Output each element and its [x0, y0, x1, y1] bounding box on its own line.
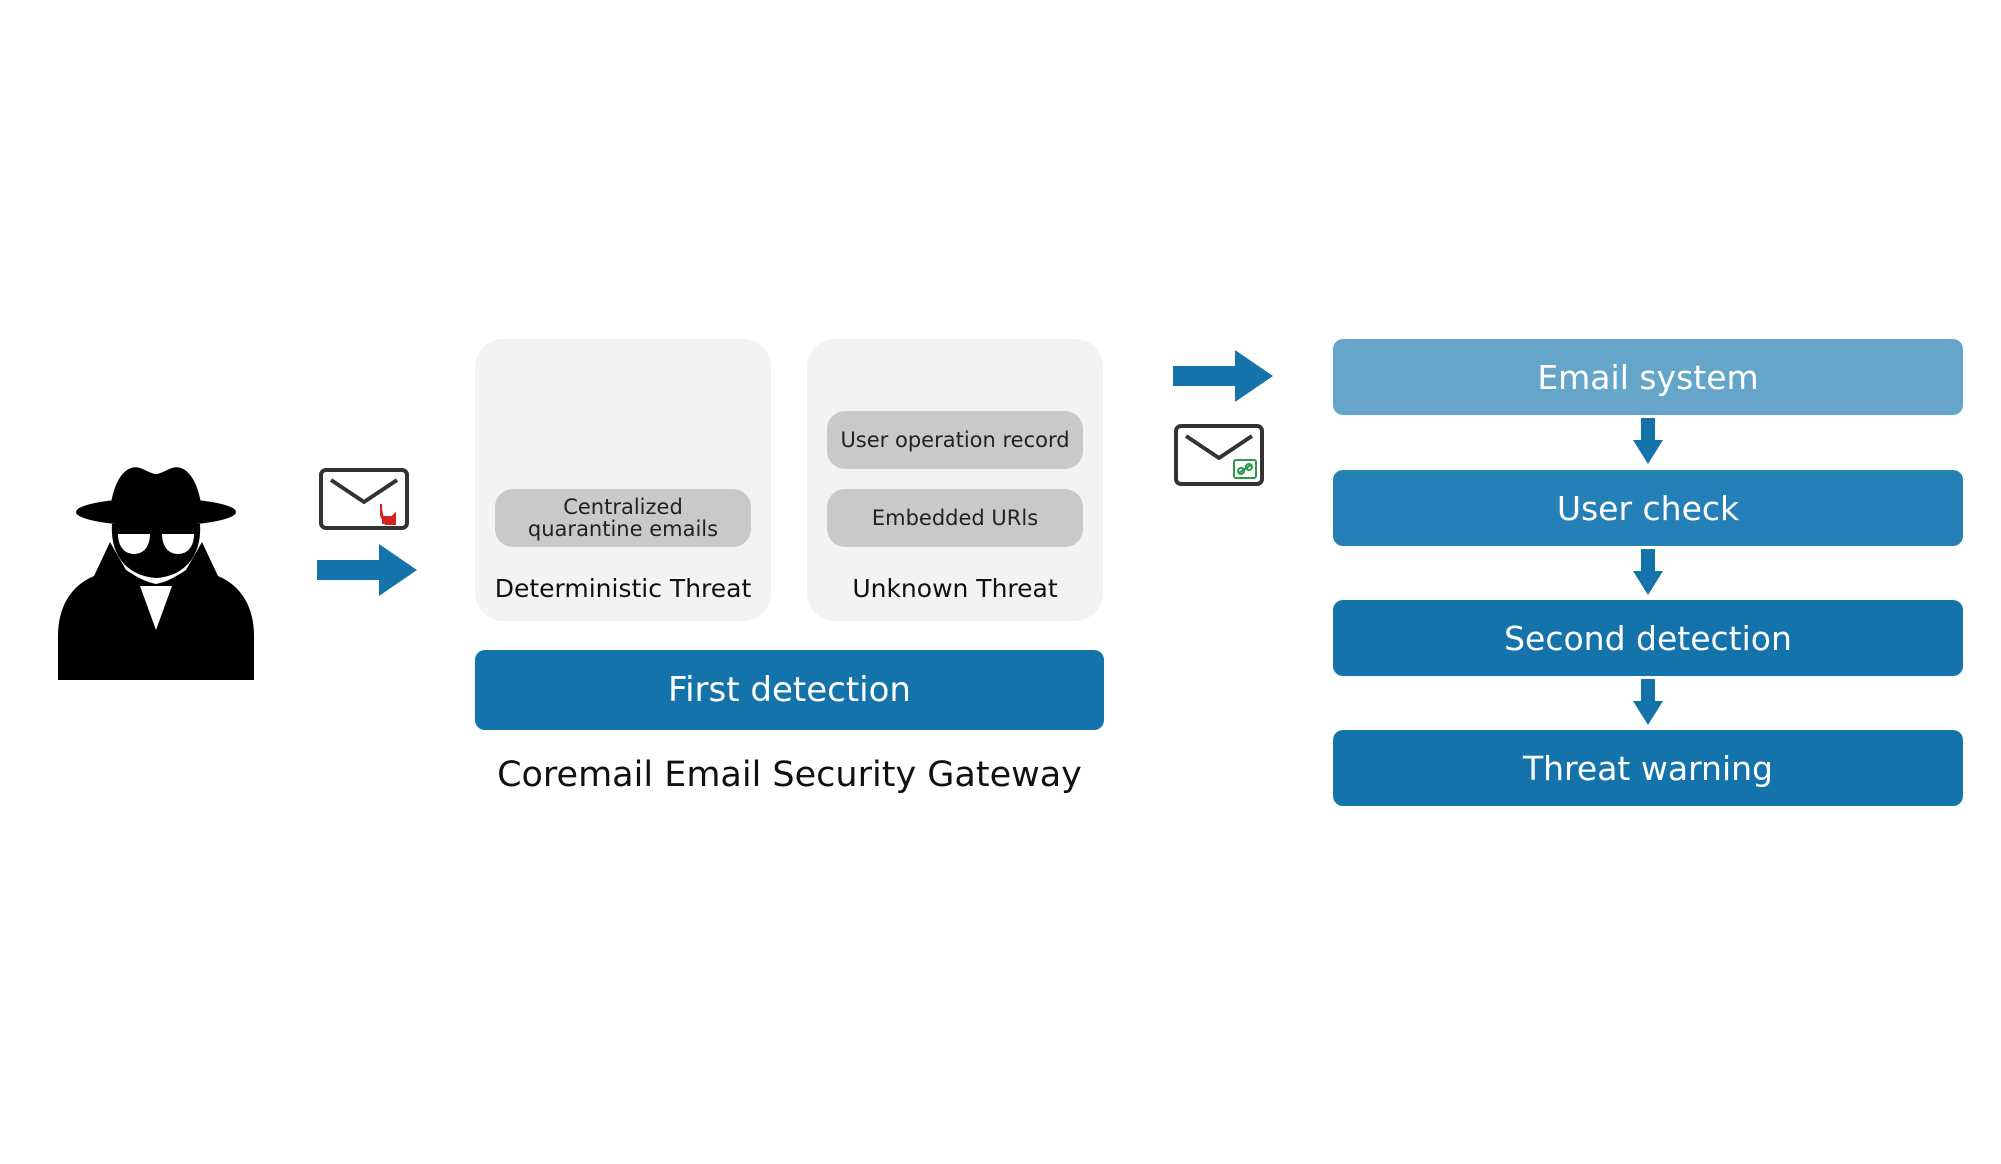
user-check-box: User check	[1333, 470, 1963, 546]
arrow-down-icon	[1633, 549, 1663, 595]
embedded-urls-label: Embedded URls	[871, 506, 1039, 530]
second-detection-box: Second detection	[1333, 600, 1963, 676]
email-system-label: Email system	[1537, 357, 1759, 397]
arrow-down-icon	[1633, 679, 1663, 725]
quarantine-emails-pill: Centralized quarantine emails	[495, 489, 751, 547]
threat-warning-label: Threat warning	[1522, 748, 1773, 788]
arrow-right-icon	[1173, 350, 1273, 402]
quarantine-emails-label: Centralized quarantine emails	[527, 495, 719, 541]
gateway-title: Coremail Email Security Gateway	[497, 755, 1082, 795]
user-operation-record-label: User operation record	[840, 428, 1070, 452]
envelope-malicious-icon	[319, 468, 409, 530]
unknown-threat-panel: User operation record Embedded URls Unkn…	[807, 339, 1103, 621]
arrow-right-icon	[317, 544, 417, 596]
user-operation-record-pill: User operation record	[827, 411, 1083, 469]
envelope-link-icon	[1174, 424, 1264, 486]
attacker-spy-icon	[58, 467, 254, 680]
first-detection-label: First detection	[668, 670, 911, 710]
first-detection-bar: First detection	[475, 650, 1104, 730]
embedded-urls-pill: Embedded URls	[827, 489, 1083, 547]
email-system-box: Email system	[1333, 339, 1963, 415]
second-detection-label: Second detection	[1504, 618, 1792, 658]
user-check-label: User check	[1556, 488, 1740, 528]
unknown-threat-label: Unknown Threat	[852, 574, 1058, 603]
threat-warning-box: Threat warning	[1333, 730, 1963, 806]
arrow-down-icon	[1633, 418, 1663, 464]
deterministic-threat-panel: Centralized quarantine emails Determinis…	[475, 339, 771, 621]
deterministic-threat-label: Deterministic Threat	[494, 574, 752, 603]
